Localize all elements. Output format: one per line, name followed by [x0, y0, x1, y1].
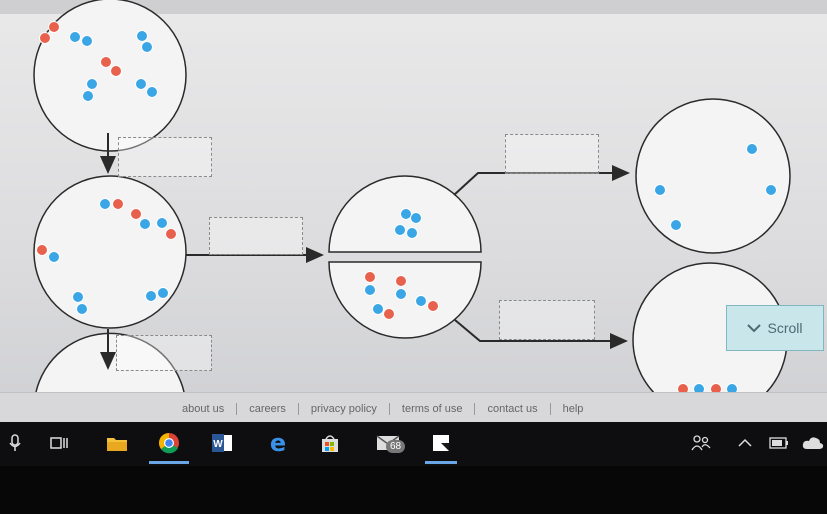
blue-atom: [395, 288, 407, 300]
svg-text:W: W: [213, 439, 223, 450]
answer-box-1[interactable]: [118, 137, 212, 177]
footer-link-terms[interactable]: terms of use: [390, 403, 476, 415]
word-icon[interactable]: W: [208, 428, 236, 458]
people-icon[interactable]: [688, 428, 714, 458]
store-icon[interactable]: [316, 428, 344, 458]
browser-viewport: Scroll: [0, 0, 827, 420]
footer: about us careers privacy policy terms of…: [0, 392, 827, 423]
page-top-bar: [0, 0, 827, 14]
blue-atom: [139, 218, 151, 230]
footer-link-contact[interactable]: contact us: [475, 403, 551, 415]
blue-atom: [136, 30, 148, 42]
blue-atom: [415, 295, 427, 307]
red-atom: [165, 228, 177, 240]
arrow-to-bottom-product: [454, 319, 628, 349]
blue-atom: [406, 227, 418, 239]
cloud-icon[interactable]: [800, 428, 826, 458]
footer-link-privacy[interactable]: privacy policy: [299, 403, 390, 415]
task-view-icon[interactable]: [48, 428, 70, 458]
beaker-circle-2: [33, 175, 187, 329]
red-atom: [677, 383, 689, 392]
blue-atom: [394, 224, 406, 236]
blue-atom: [76, 303, 88, 315]
chrome-icon[interactable]: [146, 428, 192, 464]
blue-atom: [48, 251, 60, 263]
answer-box-2[interactable]: [209, 217, 303, 255]
red-atom: [130, 208, 142, 220]
red-atom: [364, 271, 376, 283]
blue-atom: [726, 383, 738, 392]
blue-atom: [670, 219, 682, 231]
split-circle-bottom: [328, 261, 482, 339]
blue-atom: [157, 287, 169, 299]
answer-box-4[interactable]: [505, 134, 599, 174]
blue-atom: [693, 383, 705, 392]
blue-atom: [746, 143, 758, 155]
microphone-icon[interactable]: [4, 428, 26, 458]
mail-badge: 68: [386, 440, 406, 453]
mail-icon[interactable]: 68: [366, 428, 410, 458]
file-explorer-icon[interactable]: [104, 428, 130, 458]
arrow-to-top-product: [453, 165, 630, 196]
blue-atom: [364, 284, 376, 296]
blue-atom: [86, 78, 98, 90]
red-atom: [110, 65, 122, 77]
red-atom: [100, 56, 112, 68]
red-atom: [39, 32, 51, 44]
desk-surface: [0, 466, 827, 514]
scroll-button-label: Scroll: [767, 320, 803, 336]
blue-atom: [72, 291, 84, 303]
red-atom: [395, 275, 407, 287]
blue-atom: [99, 198, 111, 210]
reaction-diagram: [33, 0, 791, 392]
blue-atom: [400, 208, 412, 220]
blue-atom: [82, 90, 94, 102]
footer-links: about us careers privacy policy terms of…: [170, 403, 595, 415]
red-atom: [383, 308, 395, 320]
blue-atom: [372, 303, 384, 315]
blue-atom: [765, 184, 777, 196]
blue-atom: [69, 31, 81, 43]
blue-atom: [146, 86, 158, 98]
scroll-button[interactable]: Scroll: [726, 305, 824, 351]
molecules-layer: [36, 21, 777, 392]
blue-atom: [135, 78, 147, 90]
blue-atom: [156, 217, 168, 229]
taskbar: W e 68: [0, 422, 827, 466]
blue-atom: [145, 290, 157, 302]
chevron-down-icon: [747, 324, 762, 333]
app-icon[interactable]: [422, 428, 460, 464]
chevron-up-icon[interactable]: [734, 428, 756, 458]
blue-atom: [410, 212, 422, 224]
red-atom: [48, 21, 60, 33]
blue-atom: [81, 35, 93, 47]
footer-link-about[interactable]: about us: [170, 403, 238, 415]
product-circle-top: [635, 98, 791, 254]
answer-box-3[interactable]: [116, 335, 212, 371]
red-atom: [36, 244, 48, 256]
answer-box-5[interactable]: [499, 300, 595, 340]
edge-icon[interactable]: e: [264, 428, 292, 458]
blue-atom: [654, 184, 666, 196]
red-atom: [427, 300, 439, 312]
battery-icon[interactable]: [766, 428, 792, 458]
svg-text:e: e: [270, 432, 286, 454]
footer-link-help[interactable]: help: [562, 403, 584, 415]
red-atom: [112, 198, 124, 210]
blue-atom: [141, 41, 153, 53]
red-atom: [710, 383, 722, 392]
footer-link-careers[interactable]: careers: [237, 403, 299, 415]
